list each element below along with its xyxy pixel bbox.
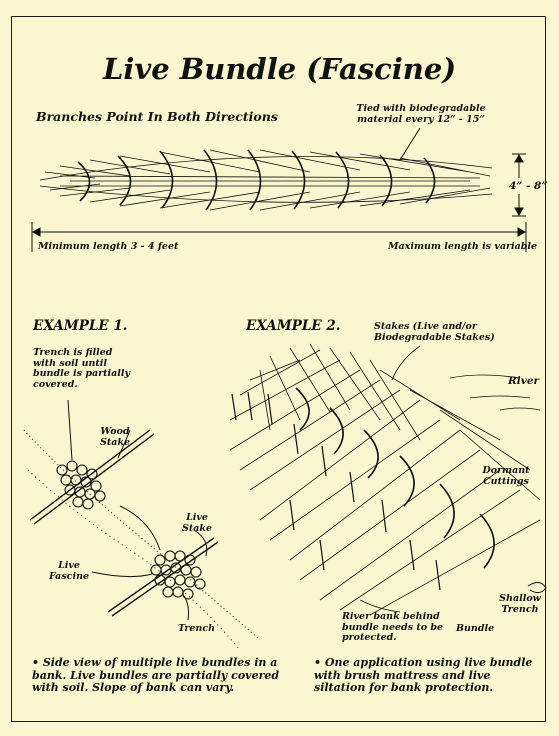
length-dimension (32, 222, 526, 252)
fascine-bundle-drawing (40, 128, 492, 210)
diameter-dimension (512, 154, 526, 216)
example1-drawing (24, 400, 260, 650)
example2-drawing (214, 344, 546, 615)
